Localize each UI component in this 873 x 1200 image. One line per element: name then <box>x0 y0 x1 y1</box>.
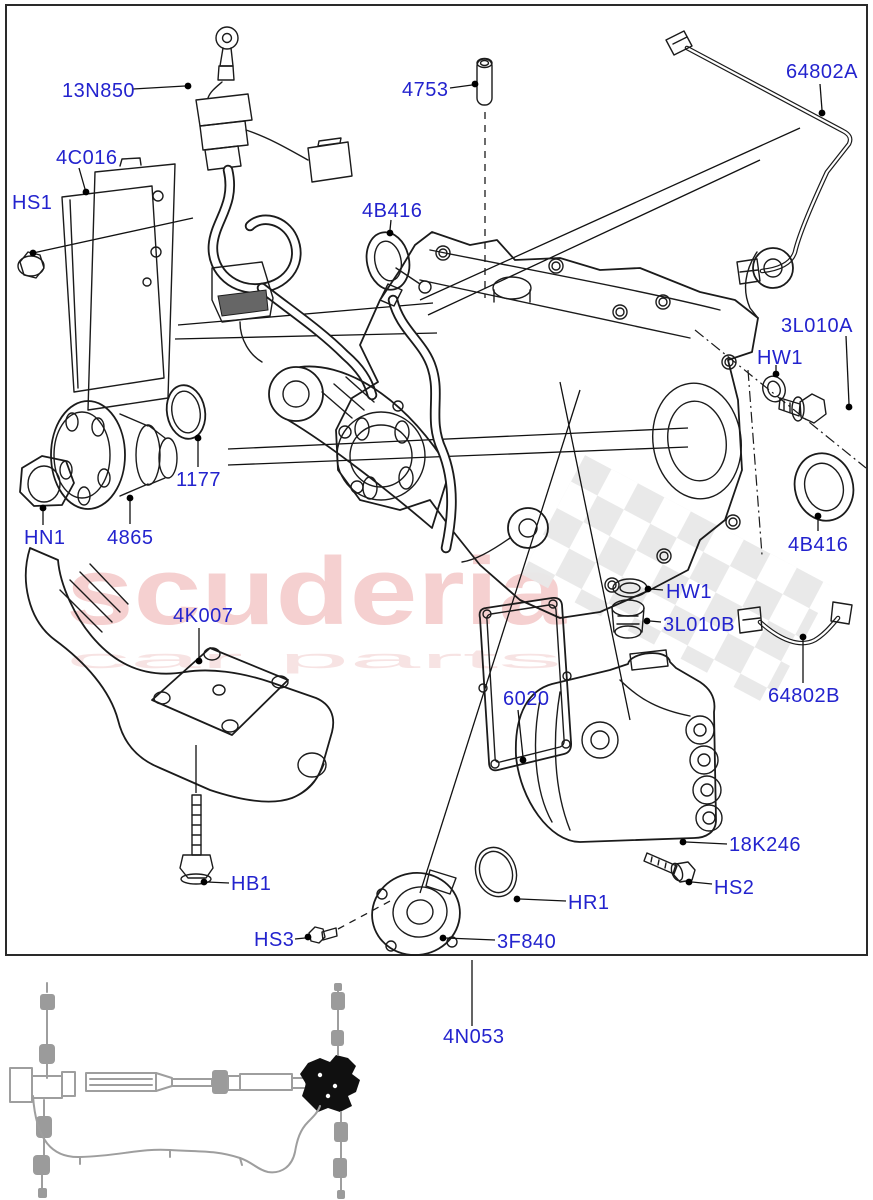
driveline-thumbnail <box>9 982 360 1199</box>
seal-4B416-top <box>365 231 432 294</box>
watermark-brand-text: scuderia <box>66 538 567 645</box>
oil-pipe-64802B <box>737 601 853 646</box>
seal-4B416-right <box>793 452 855 522</box>
plug-bolt-3L010A <box>778 393 827 424</box>
actuator-unit-18K246 <box>515 649 723 843</box>
part-label-3L010A[interactable]: 3L010A <box>781 315 853 337</box>
label-leaders <box>29 80 853 1026</box>
part-label-1177[interactable]: 1177 <box>176 469 222 491</box>
part-label-HW1-lower[interactable]: HW1 <box>666 581 712 603</box>
watermark: scuderia car parts <box>66 455 833 706</box>
figure-border <box>5 4 868 956</box>
part-label-4C016[interactable]: 4C016 <box>56 147 118 169</box>
part-label-4B416-right[interactable]: 4B416 <box>788 534 849 556</box>
part-label-64802A[interactable]: 64802A <box>786 61 858 83</box>
part-label-64802B[interactable]: 64802B <box>768 685 840 707</box>
wiring-harness-13N850 <box>195 26 378 401</box>
part-label-HS2[interactable]: HS2 <box>714 877 755 899</box>
part-label-4K007[interactable]: 4K007 <box>173 605 234 627</box>
drain-plug-3L010B <box>611 599 645 639</box>
watermark-tagline-text: car parts <box>66 644 562 674</box>
part-label-18K246[interactable]: 18K246 <box>729 834 801 856</box>
part-label-HW1-upper[interactable]: HW1 <box>757 347 803 369</box>
oil-pipe-64802A <box>665 30 853 285</box>
part-label-3L010B[interactable]: 3L010B <box>663 614 735 636</box>
pointer-lines <box>174 112 867 930</box>
breather-pin-4753 <box>476 57 493 106</box>
part-label-3F840[interactable]: 3F840 <box>497 931 557 953</box>
part-label-4753[interactable]: 4753 <box>402 79 449 101</box>
part-label-HS3[interactable]: HS3 <box>254 929 295 951</box>
mounting-bracket-4K007 <box>24 547 335 803</box>
part-label-HB1[interactable]: HB1 <box>231 873 272 895</box>
washer-HW1-upper <box>762 375 786 403</box>
part-label-6020[interactable]: 6020 <box>503 688 550 710</box>
o-ring-HR1 <box>474 846 518 898</box>
bolt-HB1 <box>179 745 214 885</box>
part-label-13N850[interactable]: 13N850 <box>62 80 136 102</box>
cover-3F840 <box>371 869 461 956</box>
part-label-4N053[interactable]: 4N053 <box>443 1026 505 1048</box>
part-label-4B416-top[interactable]: 4B416 <box>362 200 423 222</box>
nut-HN1 <box>19 455 75 507</box>
housing-bolts <box>338 245 741 593</box>
part-label-HR1[interactable]: HR1 <box>568 892 610 914</box>
seal-ring-1177 <box>165 384 207 440</box>
screw-HS3 <box>308 926 338 944</box>
bolt-HS2 <box>643 852 696 883</box>
part-label-HS1[interactable]: HS1 <box>12 192 53 214</box>
coupling-flange-4865 <box>50 400 178 510</box>
part-label-HN1[interactable]: HN1 <box>24 527 66 549</box>
part-label-4865[interactable]: 4865 <box>107 527 154 549</box>
checkered-flag-band <box>521 455 833 706</box>
